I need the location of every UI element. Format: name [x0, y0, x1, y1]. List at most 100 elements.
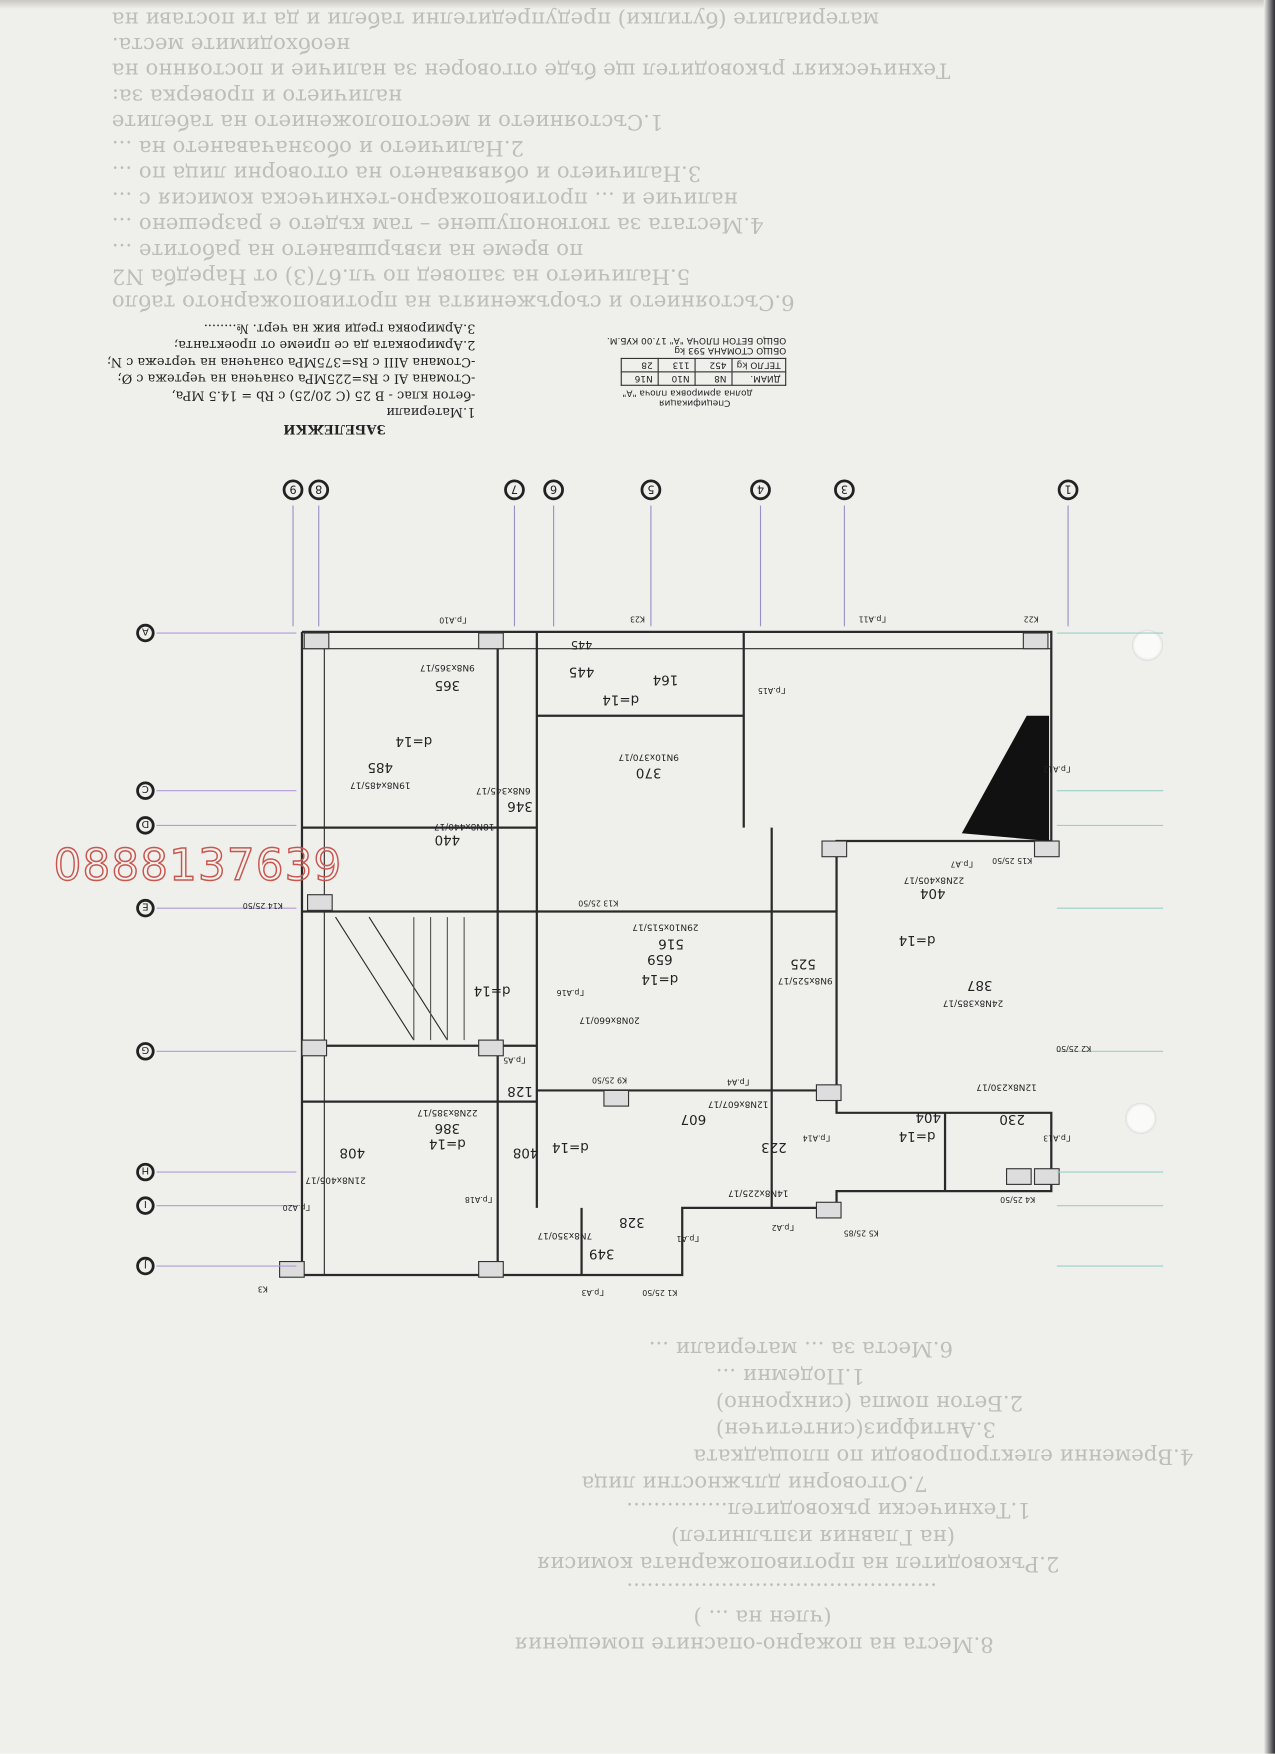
plan-label: 14N8x225/17 — [728, 1188, 788, 1198]
axis-marker — [136, 1162, 155, 1182]
plan-label: Гр.А20 — [283, 1203, 311, 1212]
axis-label: E — [142, 901, 148, 912]
plan-label: 19N8x485/17 — [350, 780, 410, 790]
axis-label: J — [144, 1259, 148, 1270]
axis-marker — [308, 479, 330, 501]
plan-label: 128 — [507, 1083, 533, 1098]
plan-label: d=14 — [899, 932, 936, 947]
axis-marker — [834, 479, 855, 501]
plan-label: Гр.А1 — [677, 1234, 700, 1243]
plan-label: 9N8x365/17 — [420, 662, 475, 672]
plan-label: Гр.А16 — [557, 988, 585, 997]
axis-label: 8 — [315, 482, 322, 495]
plan-label: K15 25/50 — [992, 856, 1032, 865]
plan-label: d=14 — [429, 1136, 466, 1151]
axis-marker — [136, 1042, 155, 1061]
plan-label: Гр.А10 — [439, 616, 467, 625]
plan-label: 6N8x345/17 — [476, 785, 531, 795]
plan-label: 387 — [967, 977, 993, 992]
plan-label: Гр.А11 — [859, 615, 887, 624]
column — [603, 1089, 630, 1107]
column — [478, 632, 504, 650]
axis-label: 1 — [1065, 482, 1072, 495]
axis-label: H — [142, 1165, 150, 1176]
plan-label: K23 — [630, 615, 645, 624]
plan-label: 7N8x350/17 — [537, 1230, 592, 1240]
plan-label: Гр.А15 — [758, 686, 786, 695]
plan-label: 12N8x230/17 — [976, 1081, 1036, 1091]
plan-label: Гр.А12 — [1043, 764, 1071, 773]
punch-hole — [1125, 1102, 1157, 1135]
axis-marker — [282, 479, 304, 501]
shaft-triangle — [961, 715, 1050, 842]
plan-label: K5 25/85 — [844, 1229, 879, 1238]
plan-label: d=14 — [395, 733, 432, 748]
axis-label: A — [142, 626, 149, 637]
column — [1022, 632, 1049, 650]
axis-marker — [136, 816, 155, 835]
axis-label: G — [141, 1044, 149, 1055]
plan-label: K3 — [258, 1285, 268, 1294]
axis-label: D — [141, 818, 149, 829]
column — [301, 1039, 328, 1057]
scan-edge-right — [1263, 0, 1275, 1754]
plan-label: 516 — [658, 935, 684, 950]
plan-label: Гр.А14 — [803, 1134, 831, 1143]
column — [815, 1201, 842, 1219]
column — [478, 1260, 504, 1278]
axis-label: 5 — [647, 482, 654, 495]
plan-label: 22N8x405/17 — [904, 875, 964, 885]
plan-label: 164 — [653, 672, 679, 687]
plan-label: d=14 — [602, 692, 639, 707]
axis-marker — [750, 479, 771, 501]
axis-marker — [640, 479, 662, 501]
plan-label: 12N8x607/17 — [708, 1098, 768, 1108]
plan-label: 370 — [636, 764, 662, 779]
column — [1033, 1168, 1060, 1185]
column — [279, 1260, 305, 1278]
axis-marker — [136, 1196, 155, 1215]
plan-label: d=14 — [474, 982, 511, 997]
axis-marker — [543, 479, 564, 501]
axis-marker — [136, 781, 155, 800]
columns — [279, 632, 1060, 1278]
plan-label: 404 — [920, 885, 946, 900]
axis-label: I — [144, 1198, 147, 1209]
axis-marker — [504, 479, 525, 501]
plan-label: 445 — [571, 638, 592, 651]
plan-label: 485 — [367, 759, 393, 774]
plan-label: 22N8x385/17 — [417, 1107, 477, 1117]
axis-label: 4 — [757, 482, 764, 495]
plan-label: 440 — [435, 831, 461, 846]
punch-hole — [1131, 629, 1164, 661]
plan-label: 346 — [507, 798, 533, 813]
plan-label: 20N8x660/17 — [579, 1014, 639, 1024]
axis-label: 6 — [550, 482, 557, 495]
plan-label: d=14 — [641, 971, 678, 986]
plan-label: Гр.А2 — [772, 1223, 795, 1232]
plan-label: K14 25/50 — [243, 901, 283, 910]
plan-label: 445 — [569, 664, 595, 679]
plan-label: 328 — [619, 1214, 645, 1229]
plan-label: 404 — [915, 1109, 941, 1124]
plan-label: 365 — [435, 677, 461, 692]
plan-label: 24N8x385/17 — [943, 998, 1003, 1008]
plan-label: 21N8x405/17 — [305, 1174, 365, 1184]
plan-label: 9N8x525/17 — [778, 975, 833, 985]
plan-label: 9N10x370/17 — [618, 752, 678, 762]
column — [815, 1084, 842, 1102]
axis-label: 3 — [841, 482, 848, 495]
plan-label: 525 — [790, 956, 816, 971]
plan-label: 230 — [999, 1111, 1025, 1126]
plan-label: K1 25/50 — [642, 1288, 677, 1297]
plan-label: 408 — [339, 1145, 365, 1160]
plan-label: Гр.А13 — [1043, 1134, 1071, 1143]
axis-marker — [136, 1256, 155, 1276]
column — [478, 1039, 504, 1057]
plan-label: 18N8x440/17 — [434, 821, 494, 831]
plan-label: 29N10x515/17 — [632, 922, 698, 932]
column — [821, 840, 848, 858]
